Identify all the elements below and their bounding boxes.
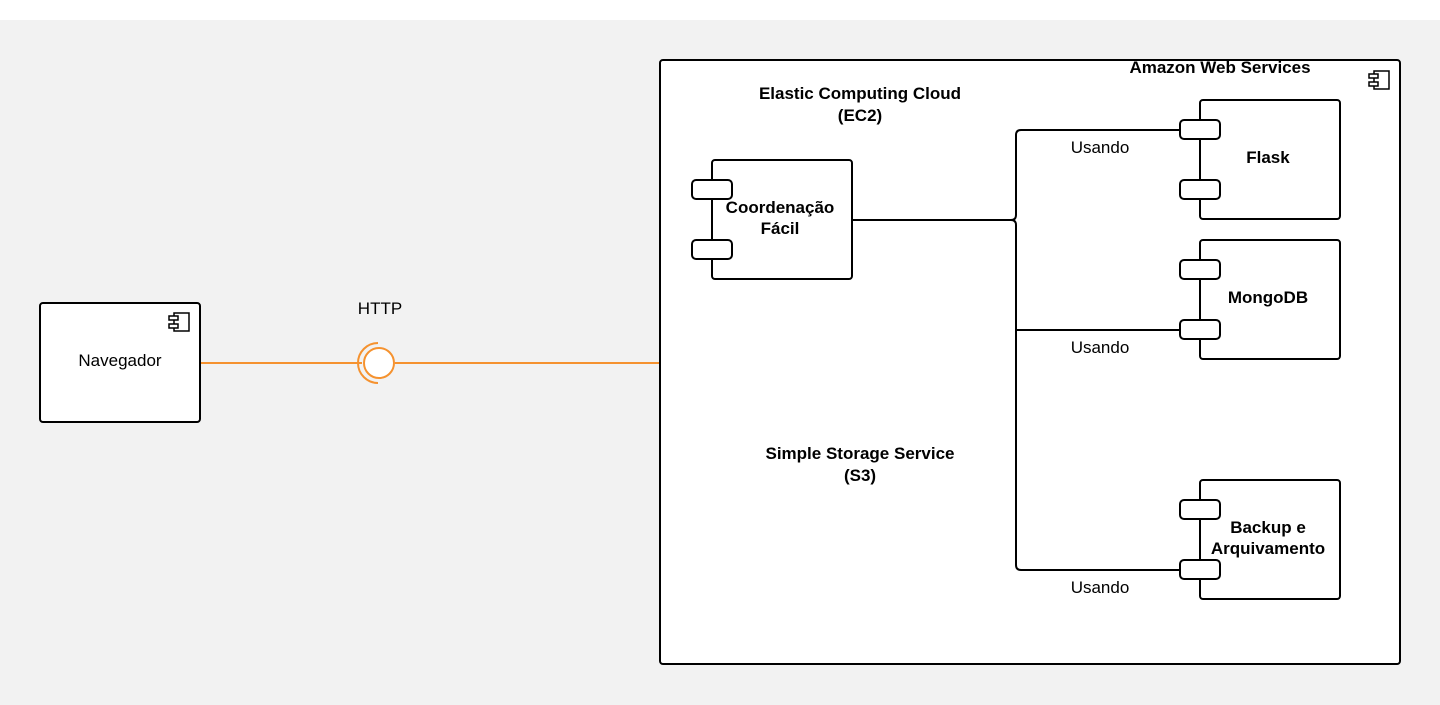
mongodb-port-bottom: [1179, 319, 1221, 340]
component-icon: [1368, 70, 1390, 90]
http-interface[interactable]: HTTP: [201, 299, 660, 384]
backup-connector[interactable]: [1015, 330, 1182, 571]
http-label: HTTP: [358, 299, 402, 318]
coordenacao-port-top: [691, 179, 733, 200]
s3-label-line1: Simple Storage Service: [766, 444, 955, 463]
backup-box: [1199, 479, 1341, 600]
mongodb-component[interactable]: MongoDB: [1179, 239, 1341, 360]
http-socket: [357, 342, 379, 384]
usage-connectors: Usando Usando Usando: [852, 129, 1182, 597]
flask-label: Flask: [1246, 148, 1290, 167]
mongodb-box: [1199, 239, 1341, 360]
flask-component[interactable]: Flask: [1179, 99, 1341, 220]
mongodb-connector[interactable]: [1010, 219, 1182, 331]
coordenacao-label-line1: Coordenação: [726, 198, 835, 217]
mongodb-label: MongoDB: [1228, 288, 1308, 307]
coordenacao-box: [711, 159, 853, 280]
coordenacao-label-line2: Fácil: [761, 219, 800, 238]
s3-label-line2: (S3): [844, 466, 876, 485]
mongodb-usage-label: Usando: [1071, 338, 1130, 357]
mongodb-port-top: [1179, 259, 1221, 280]
navegador-component[interactable]: Navegador: [39, 302, 201, 423]
backup-component[interactable]: Backup e Arquivamento: [1179, 479, 1341, 600]
flask-port-top: [1179, 119, 1221, 140]
ec2-label-line2: (EC2): [838, 106, 882, 125]
aws-label: Amazon Web Services: [1129, 58, 1310, 77]
flask-port-bottom: [1179, 179, 1221, 200]
ec2-label-line1: Elastic Computing Cloud: [759, 84, 961, 103]
navegador-label: Navegador: [78, 351, 162, 370]
http-lollipop: [363, 347, 395, 379]
backup-usage-label: Usando: [1071, 578, 1130, 597]
flask-usage-label: Usando: [1071, 138, 1130, 157]
navegador-box: [39, 302, 201, 423]
coordenacao-port-bottom: [691, 239, 733, 260]
flask-box: [1199, 99, 1341, 220]
backup-port-top: [1179, 499, 1221, 520]
coordenacao-component[interactable]: Coordenação Fácil: [691, 159, 853, 280]
backup-port-bottom: [1179, 559, 1221, 580]
component-icon: [168, 312, 190, 332]
backup-label-line1: Backup e: [1230, 518, 1306, 537]
backup-label-line2: Arquivamento: [1211, 539, 1325, 558]
